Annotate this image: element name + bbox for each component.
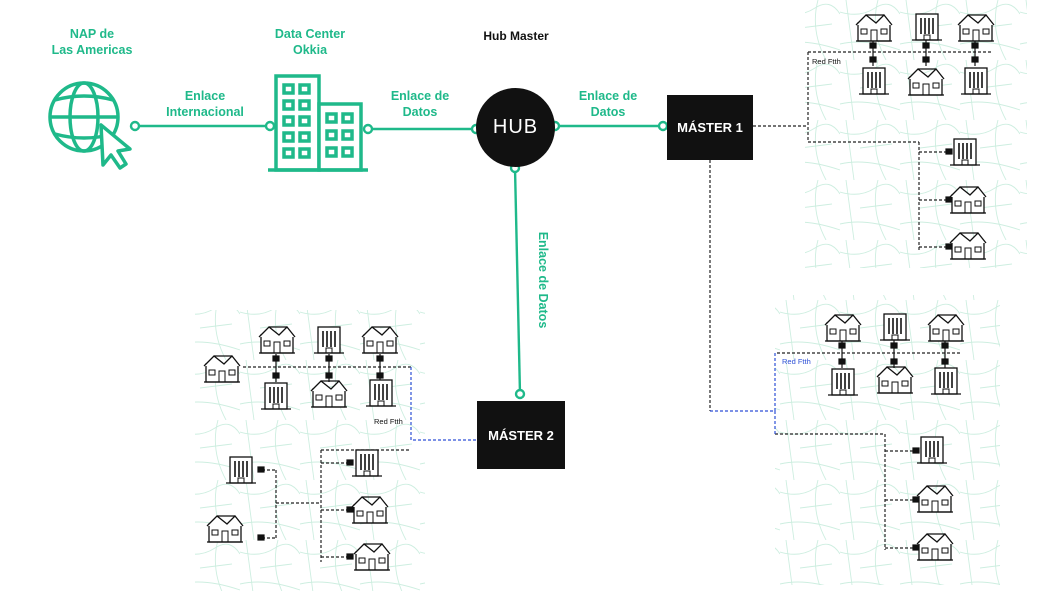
map-background-3 [775,295,1000,585]
apartment-icon [365,379,397,407]
red-ftth-label-1: Red Ftth [812,57,841,66]
red-ftth-label-2: Red Ftth [782,357,811,366]
map-background-1 [805,0,1027,268]
master-1-node: MÁSTER 1 [667,95,753,160]
enlace-internacional-label: Enlace Internacional [166,89,244,119]
apartment-icon [827,368,859,396]
apartment-icon [960,67,992,95]
nap-label: NAP de Las Americas [51,27,133,57]
red-ftth-label-3: Red Ftth [374,417,403,426]
apartment-icon [916,436,948,464]
link-node [362,123,374,135]
buildings-icon [268,74,368,172]
apartment-icon [879,313,911,341]
apartment-icon [260,382,292,410]
globe-cursor-icon [48,81,132,170]
apartment-icon [313,326,345,354]
apartment-icon [351,449,383,477]
link-node [514,388,526,400]
apartment-icon [949,138,981,166]
master-1-label: MÁSTER 1 [677,120,743,135]
master-2-label: MÁSTER 2 [488,427,554,443]
hub-node: HUB [476,88,555,167]
link-node [129,120,141,132]
datacenter-label: Data Center Okkia [274,27,346,57]
enlace-datos-label-1: Enlace de Datos [390,89,450,119]
apartment-icon [225,456,257,484]
hub-master-label: Hub Master [483,29,549,43]
hub-label: HUB [492,116,539,138]
link-node [264,120,276,132]
enlace-datos-vertical-label: Enlace de Datos [536,231,550,329]
apartment-icon [911,13,943,41]
link-node [657,120,669,132]
master-2-node: MÁSTER 2 [477,401,565,469]
enlace-datos-label-2: Enlace de Datos [578,89,638,119]
apartment-icon [930,367,962,395]
apartment-icon [858,67,890,95]
